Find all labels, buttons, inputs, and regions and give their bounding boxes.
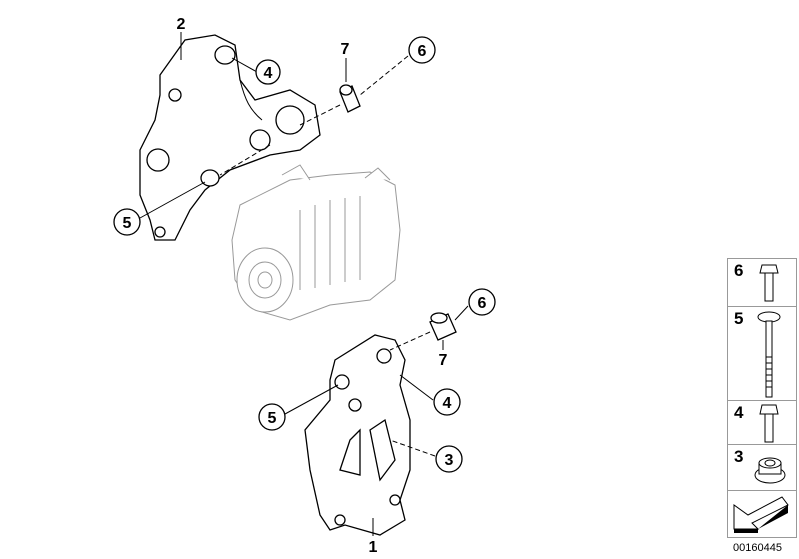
legend-row-arrow — [728, 491, 796, 537]
callout-5-top: 5 — [113, 208, 141, 236]
parts-legend: 6 5 4 3 — [727, 258, 797, 538]
leader-lines — [139, 32, 469, 536]
alternator-illustration — [231, 164, 401, 321]
svg-text:5: 5 — [268, 410, 277, 427]
hex-flange-nut-icon — [754, 457, 786, 484]
callout-6-lower: 6 — [468, 288, 496, 316]
svg-text:3: 3 — [445, 452, 454, 469]
callout-7-top: 7 — [341, 41, 350, 58]
direction-arrow-icon — [733, 496, 789, 533]
callout-4-top: 4 — [255, 59, 281, 85]
lower-sleeve-part-7 — [429, 312, 457, 341]
svg-text:6: 6 — [478, 295, 487, 312]
callout-1: 1 — [369, 539, 378, 556]
svg-text:4: 4 — [443, 395, 452, 412]
hex-flange-bolt-icon — [759, 404, 779, 443]
legend-row-3: 3 — [728, 445, 796, 491]
legend-row-4: 4 — [728, 401, 796, 445]
legend-row-6: 6 — [728, 259, 796, 307]
legend-number: 4 — [734, 403, 744, 422]
callout-2: 2 — [177, 16, 186, 33]
svg-text:5: 5 — [123, 215, 132, 232]
hex-flange-bolt-long-icon — [757, 311, 781, 398]
legend-number: 6 — [734, 261, 744, 280]
callout-6-top: 6 — [408, 36, 436, 64]
upper-sleeve-part-7 — [339, 84, 361, 113]
document-number: 00160445 — [733, 542, 782, 554]
upper-bracket-part-2 — [139, 34, 321, 241]
callout-7-lower: 7 — [439, 352, 448, 369]
svg-text:6: 6 — [418, 43, 427, 60]
legend-number: 5 — [734, 309, 744, 328]
callout-4-lower: 4 — [433, 388, 461, 416]
legend-number: 3 — [734, 447, 744, 466]
callout-5-lower: 5 — [258, 403, 286, 431]
hex-flange-bolt-short-icon — [759, 264, 779, 302]
lower-bracket-part-1 — [304, 334, 411, 536]
legend-row-5: 5 — [728, 307, 796, 401]
svg-text:4: 4 — [264, 65, 273, 82]
callout-3: 3 — [435, 445, 463, 473]
